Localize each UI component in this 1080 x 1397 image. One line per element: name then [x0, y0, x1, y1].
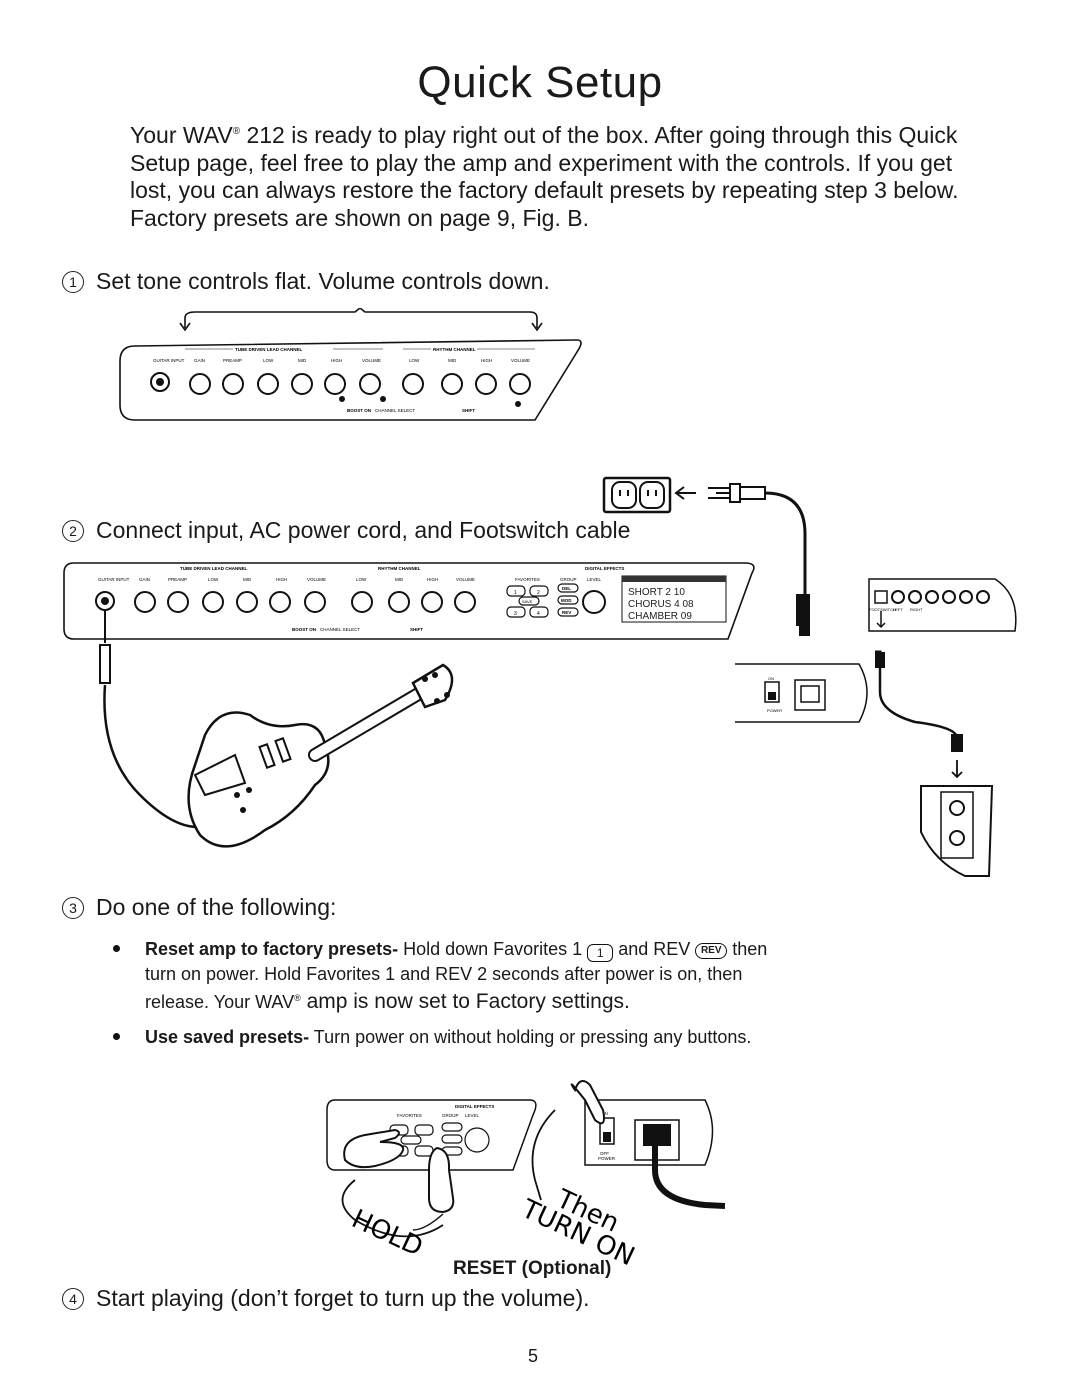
amp-front-panel-with-effects: TUBE DRIVEN LEAD CHANNEL RHYTHM CHANNEL …: [63, 562, 755, 829]
svg-text:LOW: LOW: [208, 577, 219, 582]
svg-text:LOW: LOW: [356, 577, 367, 582]
svg-text:HIGH: HIGH: [331, 358, 342, 363]
svg-text:MOD: MOD: [561, 598, 572, 603]
svg-text:CHORUS 4 08: CHORUS 4 08: [628, 599, 694, 610]
svg-text:LEFT: LEFT: [893, 607, 903, 612]
svg-text:POWER: POWER: [598, 1156, 616, 1161]
svg-text:GUITAR INPUT: GUITAR INPUT: [98, 577, 130, 582]
svg-text:LOW: LOW: [263, 358, 274, 363]
svg-text:LEVEL: LEVEL: [465, 1113, 480, 1118]
svg-text:GROUP: GROUP: [442, 1113, 459, 1118]
amp-back-panel: FOOTSWITCH LEFT RIGHT: [868, 578, 1017, 632]
svg-text:VOLUME: VOLUME: [511, 358, 530, 363]
step-number: 3: [62, 896, 84, 919]
svg-text:TUBE DRIVEN LEAD CHANNEL: TUBE DRIVEN LEAD CHANNEL: [180, 566, 248, 571]
hold-label: HOLD: [347, 1204, 427, 1263]
svg-text:FOOTSWITCH: FOOTSWITCH: [869, 607, 896, 612]
svg-text:MID: MID: [243, 577, 252, 582]
guitar-illustration: [187, 663, 454, 848]
power-and-footswitch-figure: ON POWER: [735, 650, 994, 877]
step-number: 1: [62, 270, 84, 293]
svg-text:DIGITAL EFFECTS: DIGITAL EFFECTS: [455, 1104, 494, 1109]
svg-text:RIGHT: RIGHT: [910, 607, 923, 612]
svg-text:HIGH: HIGH: [427, 577, 438, 582]
step-text: Set tone controls flat. Volume controls …: [96, 268, 550, 294]
svg-text:FAVORITES: FAVORITES: [515, 577, 540, 582]
svg-text:VOLUME: VOLUME: [456, 577, 475, 582]
step-number: 4: [62, 1287, 84, 1310]
svg-text:LOW: LOW: [409, 358, 420, 363]
svg-text:GROUP: GROUP: [560, 577, 577, 582]
svg-text:MID: MID: [395, 577, 404, 582]
bullet-dot: [113, 1033, 120, 1040]
svg-text:HIGH: HIGH: [481, 358, 492, 363]
svg-text:PREAMP: PREAMP: [168, 577, 187, 582]
svg-text:SAVE: SAVE: [522, 599, 533, 604]
step-text: Do one of the following:: [96, 894, 337, 920]
rhythm-channel-label: RHYTHM CHANNEL: [433, 347, 476, 352]
step-number: 2: [62, 519, 84, 542]
svg-text:HIGH: HIGH: [276, 577, 287, 582]
step-1: 1 Set tone controls flat. Volume control…: [62, 268, 550, 295]
bullet-saved-presets: Use saved presets- Turn power on without…: [113, 1025, 925, 1049]
svg-text:1: 1: [514, 590, 517, 596]
svg-text:CHANNEL SELECT: CHANNEL SELECT: [320, 627, 360, 632]
svg-text:VOLUME: VOLUME: [362, 358, 381, 363]
reset-caption: RESET (Optional): [453, 1258, 612, 1279]
rev-key-icon: REV: [695, 943, 728, 959]
svg-text:RHYTHM CHANNEL: RHYTHM CHANNEL: [378, 566, 421, 571]
step-3: 3 Do one of the following:: [62, 894, 336, 921]
svg-text:POWER: POWER: [767, 708, 782, 713]
svg-text:CHAMBER 09: CHAMBER 09: [628, 611, 692, 622]
svg-text:MID: MID: [298, 358, 307, 363]
favorites-1-key-icon: 1: [587, 944, 614, 962]
bullet-reset-presets: Reset amp to factory presets- Hold down …: [113, 937, 925, 1014]
svg-text:OFF: OFF: [600, 1151, 609, 1156]
svg-text:ON: ON: [768, 676, 774, 681]
svg-text:DIGITAL EFFECTS: DIGITAL EFFECTS: [585, 566, 624, 571]
step-text: Connect input, AC power cord, and Footsw…: [96, 517, 631, 543]
bullet-dot: [113, 945, 120, 952]
svg-text:BOOST ON: BOOST ON: [292, 627, 316, 632]
svg-text:BOOST ON: BOOST ON: [347, 408, 371, 413]
amp-front-panel-figure: TUBE DRIVEN LEAD CHANNEL RHYTHM CHANNEL …: [119, 308, 582, 421]
svg-text:SHIFT: SHIFT: [410, 627, 423, 632]
step-text: Start playing (don’t forget to turn up t…: [96, 1285, 590, 1311]
step-4: 4 Start playing (don’t forget to turn up…: [62, 1285, 590, 1312]
reset-illustration: DIGITAL EFFECTS FAVORITES GROUP LEVEL HO…: [326, 1080, 725, 1272]
svg-text:DEL: DEL: [562, 586, 571, 591]
svg-text:4: 4: [537, 611, 540, 617]
svg-text:2: 2: [537, 590, 540, 596]
intro-paragraph: Your WAV® 212 is ready to play right out…: [130, 122, 959, 231]
svg-text:VOLUME: VOLUME: [307, 577, 326, 582]
svg-text:GAIN: GAIN: [139, 577, 150, 582]
svg-text:SHORT 2 10: SHORT 2 10: [628, 587, 685, 598]
svg-text:GUITAR INPUT: GUITAR INPUT: [153, 358, 185, 363]
lead-channel-label: TUBE DRIVEN LEAD CHANNEL: [235, 347, 303, 352]
svg-text:SHIFT: SHIFT: [462, 408, 475, 413]
svg-text:CHANNEL SELECT: CHANNEL SELECT: [375, 408, 415, 413]
svg-text:PREAMP: PREAMP: [223, 358, 242, 363]
svg-text:MID: MID: [448, 358, 457, 363]
page-title: Quick Setup: [417, 58, 663, 107]
svg-text:FAVORITES: FAVORITES: [397, 1113, 422, 1118]
ac-power-figure: [602, 476, 810, 636]
svg-text:LEVEL: LEVEL: [587, 577, 602, 582]
step-2: 2 Connect input, AC power cord, and Foot…: [62, 517, 630, 544]
page-number: 5: [528, 1346, 539, 1366]
svg-text:REV: REV: [562, 610, 571, 615]
svg-text:3: 3: [514, 611, 517, 617]
svg-text:GAIN: GAIN: [194, 358, 205, 363]
